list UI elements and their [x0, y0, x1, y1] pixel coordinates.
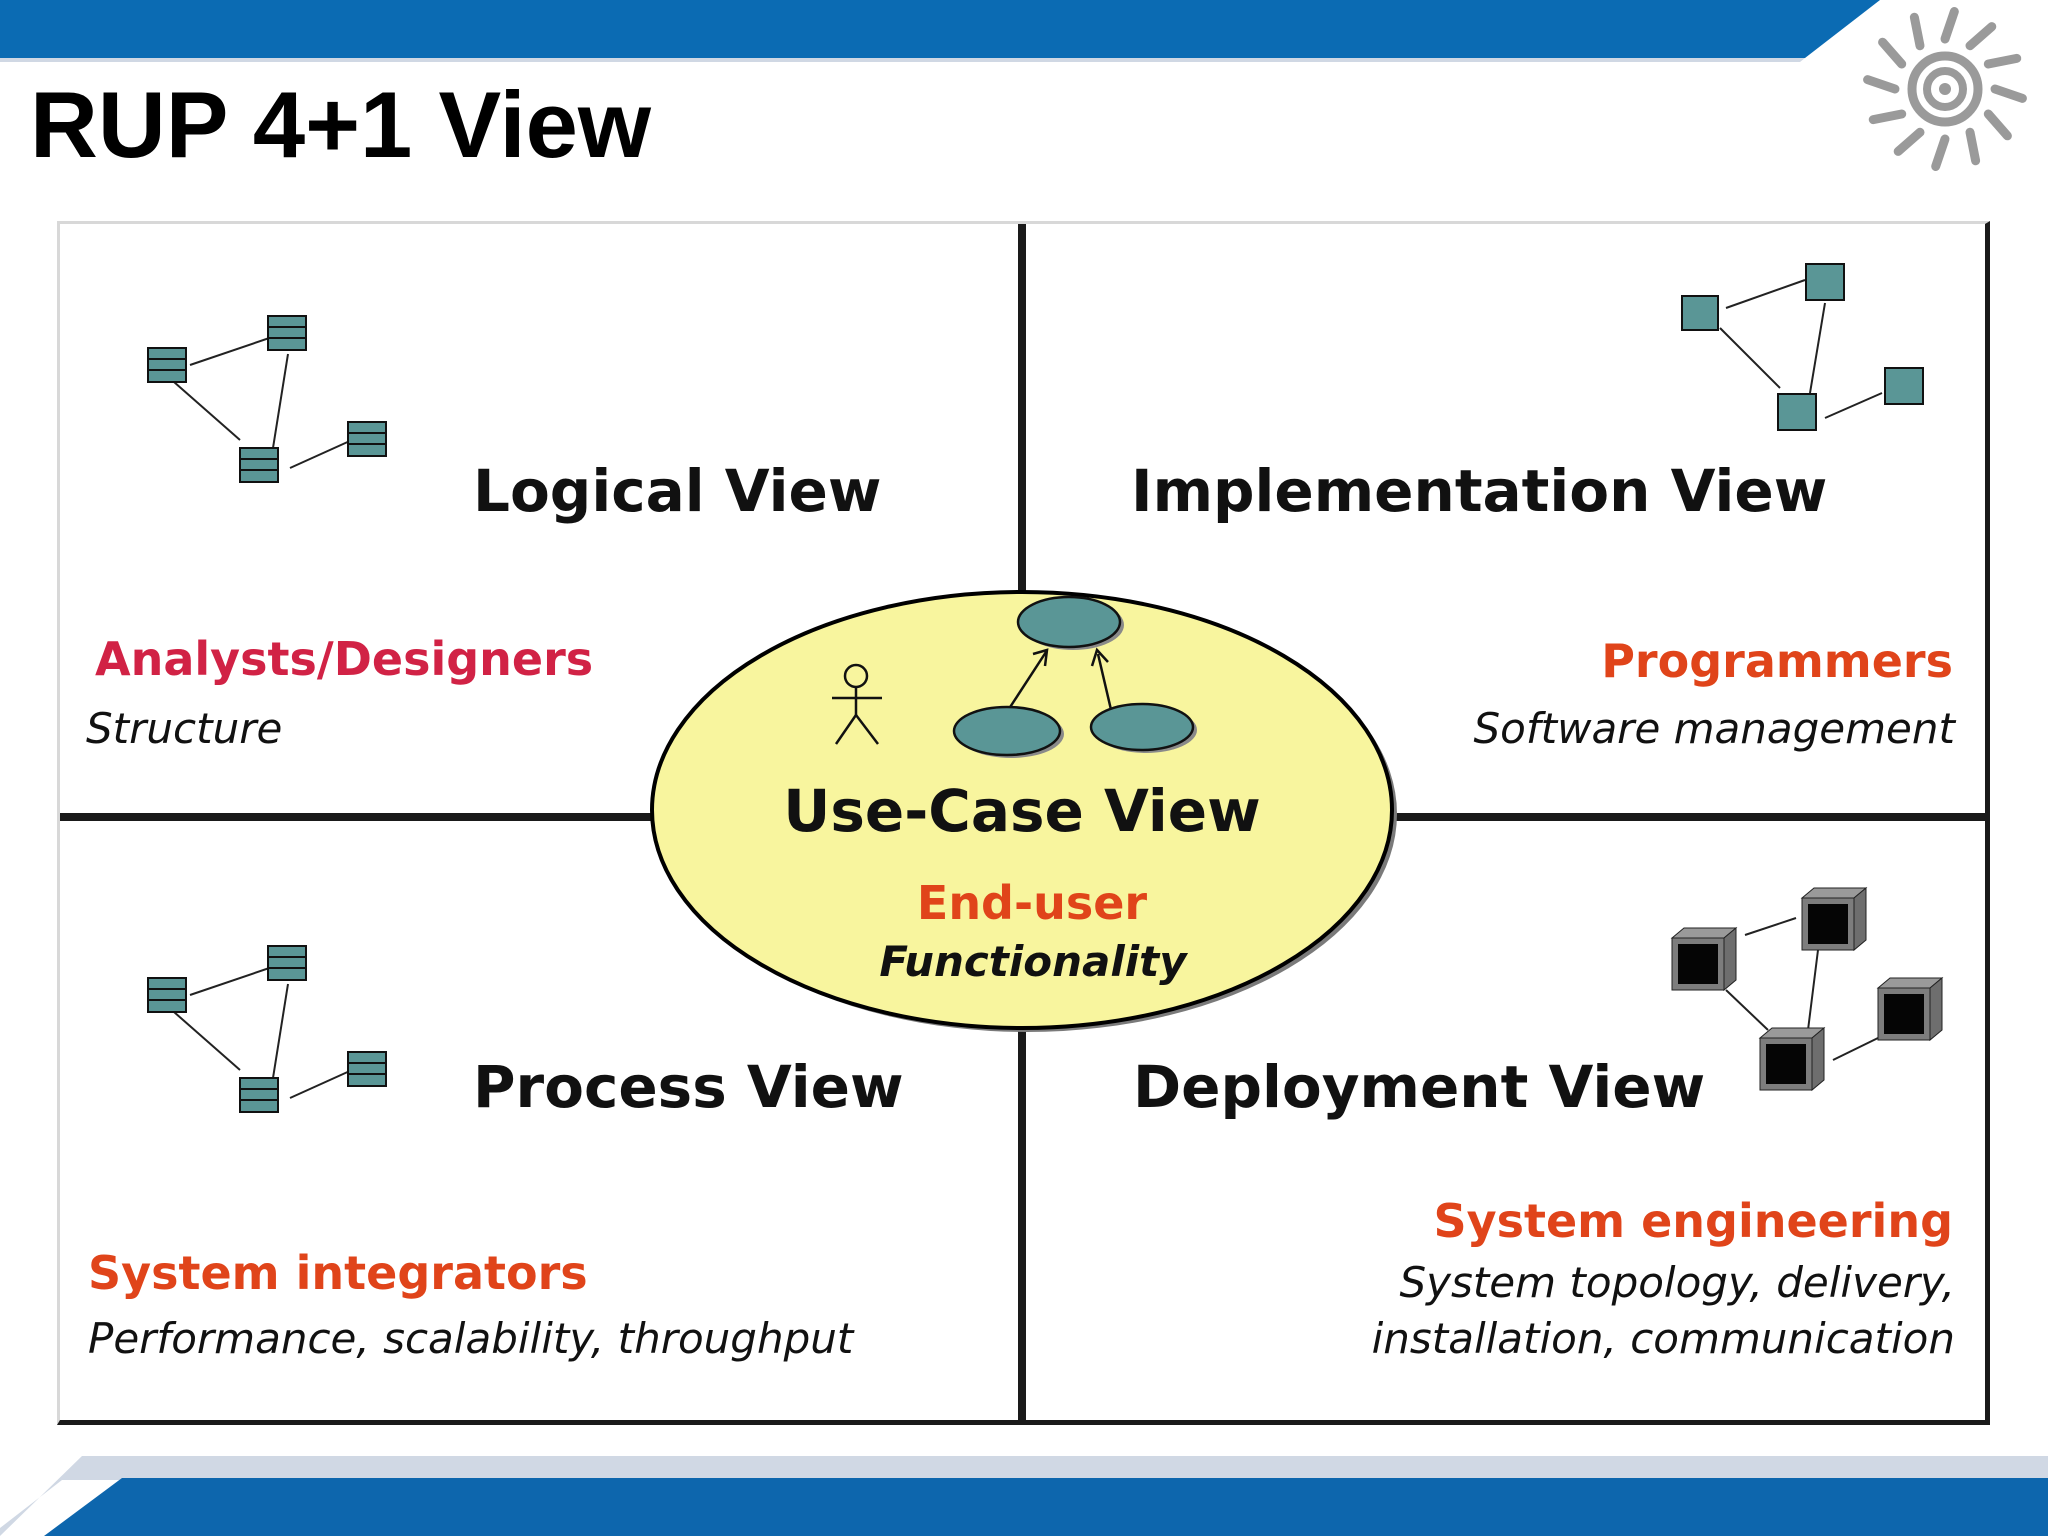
use-case-ellipse — [650, 590, 1397, 1032]
class-diagram-icon — [147, 945, 387, 1113]
class-node — [147, 347, 187, 383]
deployment-node — [1758, 1026, 1826, 1092]
logical-view-stakeholder: Analysts/Designers — [95, 632, 594, 686]
class-diagram-icon — [147, 315, 387, 483]
use-case-ellipse-fill — [650, 590, 1394, 1030]
logical-view-title: Logical View — [473, 457, 882, 525]
deployment-view-title: Deployment View — [1133, 1053, 1706, 1121]
deployment-view-concern-line-1: System topology, delivery, — [1399, 1258, 1955, 1307]
actor-icon — [832, 663, 882, 745]
class-node — [147, 977, 187, 1013]
top-band-shape — [0, 0, 1880, 58]
logical-view-concern: Structure — [86, 704, 283, 753]
component-node — [1681, 295, 1719, 331]
bottom-band — [0, 1456, 2048, 1536]
process-view-title: Process View — [473, 1053, 904, 1121]
implementation-view-stakeholder: Programmers — [1601, 634, 1953, 688]
node-cubes-icon — [1670, 886, 1944, 1092]
logo-ring-inner — [1923, 67, 1967, 111]
use-case-view-stakeholder: End-user — [916, 876, 1148, 930]
class-node — [267, 945, 307, 981]
class-node — [347, 421, 387, 457]
deployment-view-stakeholder: System engineering — [1433, 1194, 1953, 1248]
class-node — [267, 315, 307, 351]
deployment-view-concern-line-2: installation, communication — [1371, 1314, 1955, 1363]
component-diagram-icon — [1681, 263, 1924, 431]
component-node — [1777, 393, 1817, 431]
class-node — [239, 447, 279, 483]
bottom-band-accent — [0, 1456, 2048, 1536]
deployment-node — [1670, 926, 1738, 992]
bottom-band-shape — [44, 1478, 2048, 1536]
deployment-node — [1800, 886, 1868, 952]
use-case-node — [952, 705, 1064, 758]
component-node — [1884, 367, 1924, 405]
top-band-accent — [0, 58, 1805, 62]
process-view-concern: Performance, scalability, throughput — [88, 1314, 854, 1363]
use-case-view-title: Use-Case View — [783, 777, 1261, 845]
use-case-node — [1016, 595, 1124, 650]
process-view-stakeholder: System integrators — [88, 1246, 588, 1300]
top-band — [0, 0, 1880, 62]
use-case-node — [1089, 702, 1197, 753]
implementation-view-title: Implementation View — [1131, 457, 1828, 525]
component-node — [1805, 263, 1845, 301]
logo-core — [1939, 83, 1951, 95]
class-node — [347, 1051, 387, 1087]
use-case-view-concern: Functionality — [879, 937, 1187, 986]
logo-ring-outer — [1907, 51, 1983, 127]
use-case-diagram-icon — [832, 595, 1197, 758]
implementation-view-concern: Software management — [1473, 704, 1955, 753]
deployment-node — [1876, 976, 1944, 1042]
class-node — [239, 1077, 279, 1113]
slide-title: RUP 4+1 View — [30, 72, 651, 177]
sun-spiral-icon — [1863, 7, 2027, 171]
